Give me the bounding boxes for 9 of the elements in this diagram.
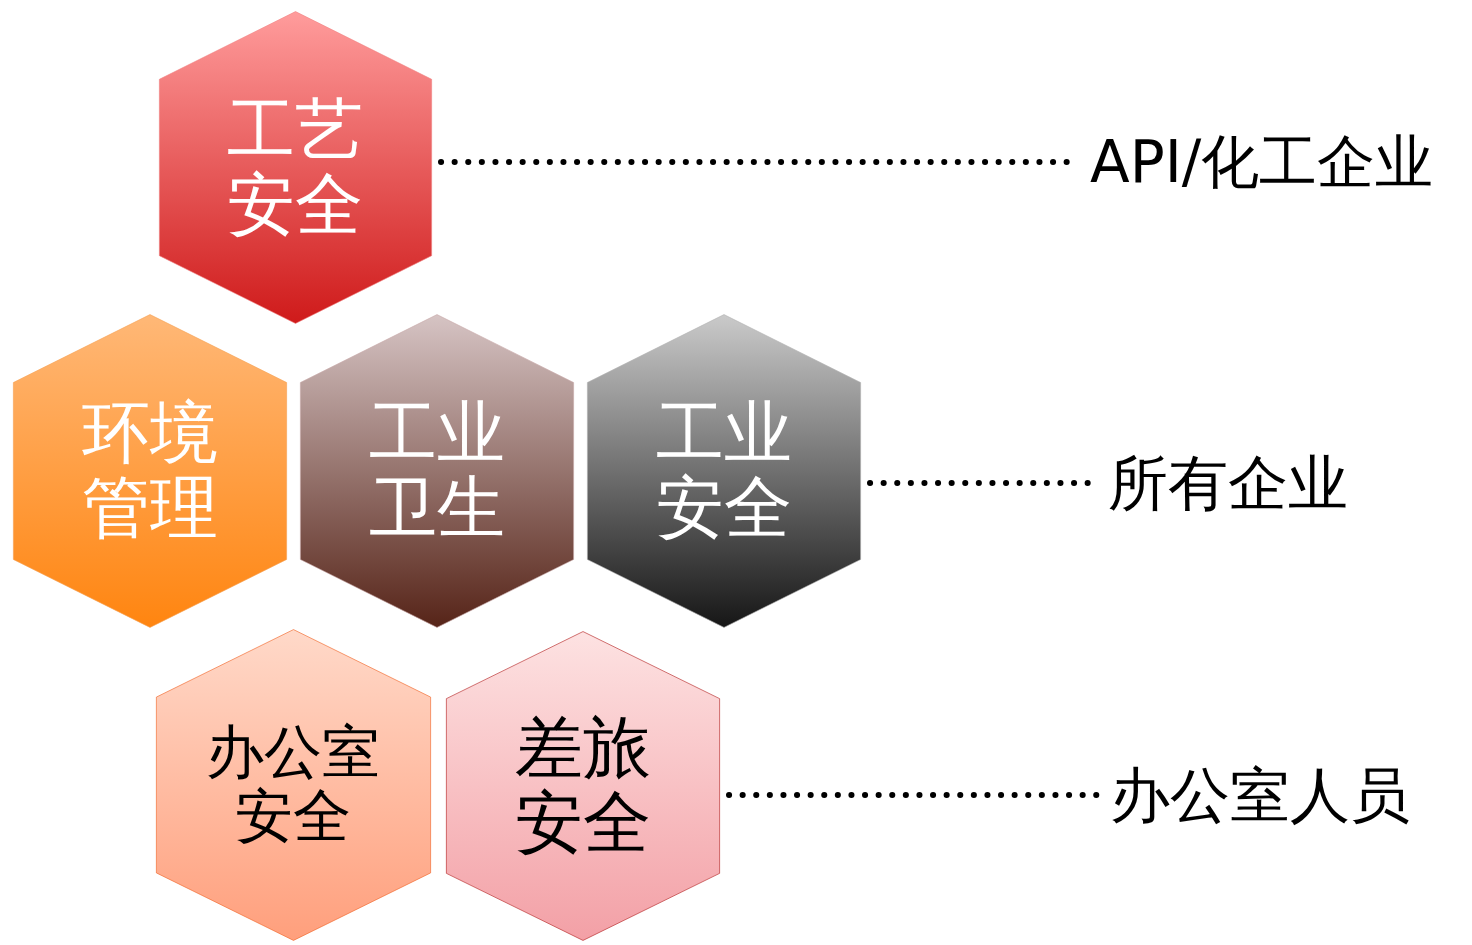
category-label: 办公室人员 [1110, 765, 1410, 825]
hexagon-label: 环境管理 [81, 396, 219, 546]
hexagon-label: 工业安全 [655, 396, 793, 546]
category-label: API/化工企业 [1090, 133, 1434, 191]
hexagon-label: 工艺安全 [226, 92, 365, 243]
hexagon-label: 办公室安全 [205, 721, 382, 849]
hexagon-label: 差旅安全 [514, 711, 652, 861]
hexagon-label: 工业卫生 [368, 396, 506, 546]
category-label: 所有企业 [1108, 453, 1348, 513]
